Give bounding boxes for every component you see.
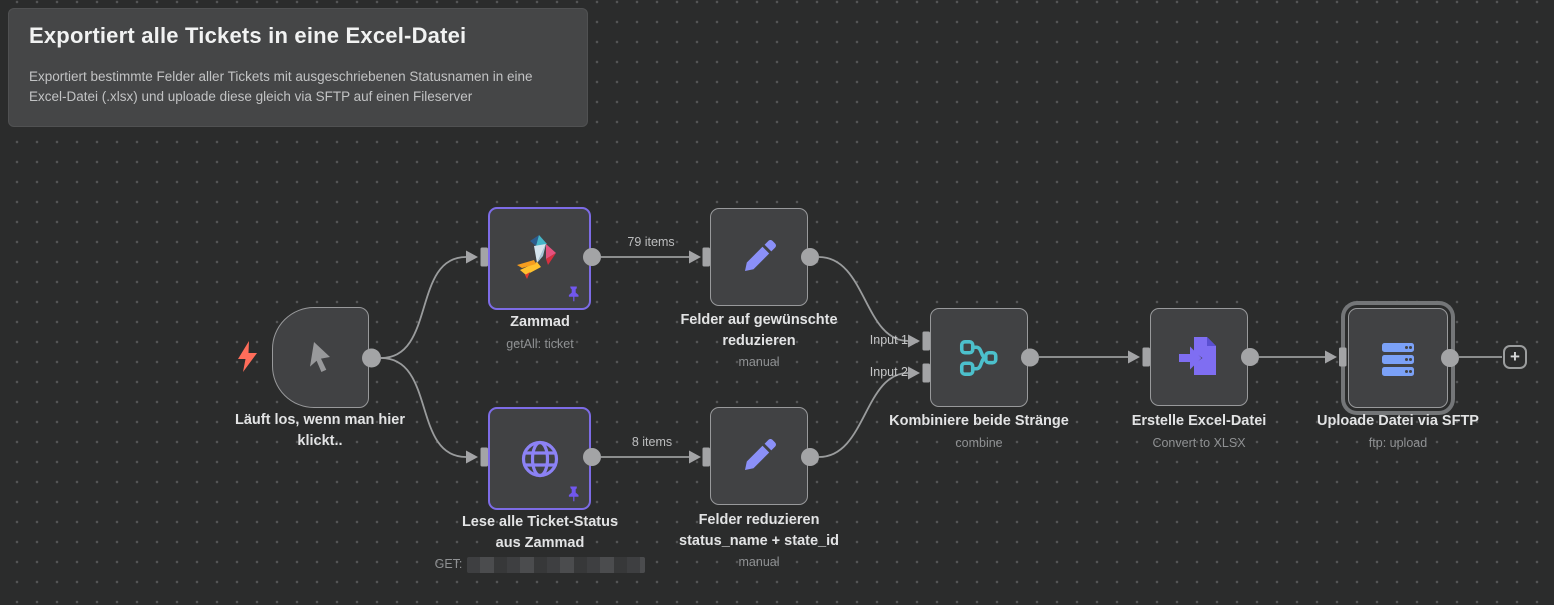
merge-input-1-label: Input 1 bbox=[869, 333, 908, 347]
connection-arrow-icon bbox=[1325, 350, 1337, 364]
sticky-note-description: Exportiert bestimmte Felder aller Ticket… bbox=[29, 69, 533, 104]
input-connector[interactable] bbox=[480, 447, 489, 467]
edit-pencil-icon bbox=[745, 240, 776, 271]
input-connector[interactable] bbox=[922, 363, 931, 383]
node-label-ftp-upload: Uploade Datei via SFTP ftp: upload bbox=[1317, 413, 1479, 450]
edge-label-8-items: 8 items bbox=[631, 435, 673, 449]
connection-arrow-icon bbox=[1128, 350, 1140, 364]
zammad-bird-icon bbox=[516, 234, 556, 279]
pinned-data-pin-icon bbox=[568, 486, 579, 502]
node-merge[interactable] bbox=[930, 308, 1028, 407]
redacted-url-block bbox=[467, 557, 646, 574]
node-http-request-status[interactable] bbox=[488, 407, 591, 510]
trigger-bolt-icon bbox=[238, 341, 257, 372]
node-manual-trigger[interactable] bbox=[272, 307, 369, 408]
connection-arrow-icon bbox=[689, 250, 701, 264]
add-node-button[interactable]: + bbox=[1503, 345, 1527, 369]
node-label-convert-to-xlsx: Erstelle Excel-Datei Convert to XLSX bbox=[1131, 413, 1267, 450]
node-edit-fields-1[interactable] bbox=[710, 208, 808, 306]
edit-pencil-icon bbox=[745, 439, 776, 470]
server-icon bbox=[1382, 343, 1414, 376]
sticky-note[interactable]: Exportiert alle Tickets in eine Excel-Da… bbox=[8, 8, 588, 127]
pinned-data-pin-icon bbox=[568, 286, 579, 302]
file-convert-icon bbox=[1179, 337, 1216, 375]
connection-arrow-icon bbox=[466, 250, 478, 264]
node-label-edit-fields-1: Felder auf gewünschte reduzieren manual bbox=[680, 312, 838, 370]
input-connector[interactable] bbox=[1339, 347, 1347, 367]
node-ftp-upload[interactable] bbox=[1348, 308, 1448, 408]
node-edit-fields-2[interactable] bbox=[710, 407, 808, 505]
node-label-manual-trigger: Läuft los, wenn man hier klickt.. bbox=[235, 412, 405, 449]
connection-arrow-icon bbox=[466, 450, 478, 464]
node-label-http-request-status: Lese alle Ticket-Status aus Zammad GET: bbox=[380, 512, 700, 574]
input-connector[interactable] bbox=[702, 447, 711, 467]
node-zammad[interactable] bbox=[488, 207, 591, 310]
node-label-edit-fields-2: Felder reduzieren status_name + state_id… bbox=[679, 512, 839, 570]
sticky-note-title: Exportiert alle Tickets in eine Excel-Da… bbox=[29, 23, 467, 48]
merge-icon bbox=[959, 339, 998, 376]
input-connector[interactable] bbox=[922, 331, 931, 351]
node-label-merge: Kombiniere beide Stränge combine bbox=[889, 413, 1069, 450]
input-connector[interactable] bbox=[702, 247, 711, 267]
merge-input-2-label: Input 2 bbox=[869, 365, 908, 379]
input-connector[interactable] bbox=[480, 247, 489, 267]
connection-arrow-icon bbox=[689, 450, 701, 464]
cursor-icon bbox=[309, 341, 330, 372]
edge-label-79-items: 79 items bbox=[627, 235, 675, 249]
globe-icon bbox=[521, 440, 558, 477]
input-connector[interactable] bbox=[1142, 347, 1151, 367]
node-convert-to-xlsx[interactable] bbox=[1150, 308, 1248, 406]
node-label-zammad: Zammad getAll: ticket bbox=[506, 314, 574, 351]
